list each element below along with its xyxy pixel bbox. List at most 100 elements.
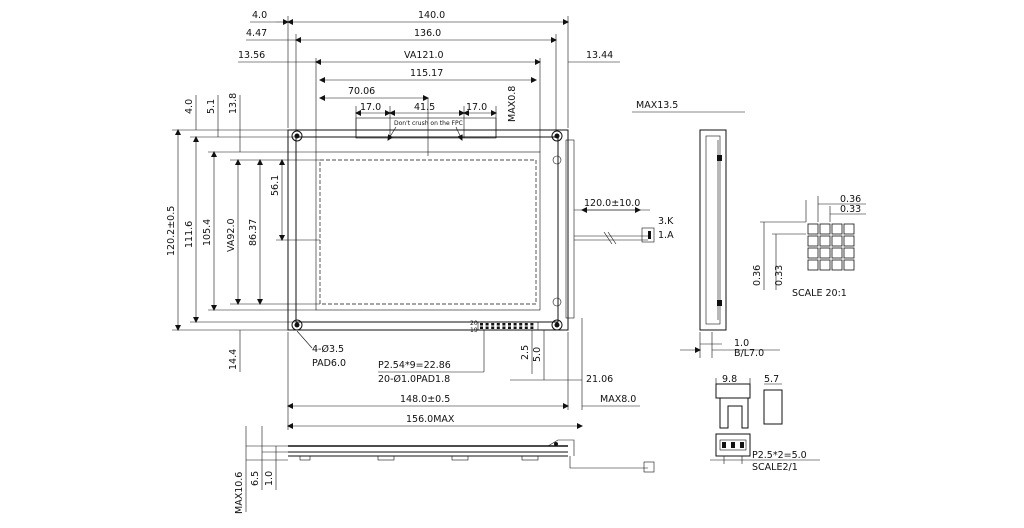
- side-bl7-label: B/L7.0: [734, 348, 764, 359]
- dim-17b-label: 17.0: [466, 102, 487, 113]
- conn-pitch-label: P2.5*2=5.0: [752, 450, 807, 461]
- connector-detail: 9.8 5.7 P2.5*2=5.0 SCALE2/1: [710, 374, 820, 473]
- pixel-cell: [807, 259, 819, 271]
- pixel-cell: [831, 247, 843, 259]
- connector-pad: [491, 326, 495, 329]
- bezel-outline: [295, 136, 559, 323]
- dim-max0-8-label: MAX0.8: [507, 86, 518, 122]
- dim-156-label: 156.0MAX: [406, 414, 455, 425]
- pixel-pitch-v: 0.36: [752, 265, 763, 286]
- side-1-0-label: 1.0: [734, 338, 749, 349]
- dim-148-label: 148.0±0.5: [400, 394, 450, 405]
- cable-length-label: 120.0±10.0: [584, 198, 640, 209]
- connector-pad: [502, 323, 506, 326]
- pixel-cell: [831, 223, 843, 235]
- connector-pad: [530, 326, 534, 329]
- side-view: MAX13.5 1.0 B/L7.0: [632, 100, 780, 359]
- connector-pad: [485, 323, 489, 326]
- front-view: 20 19 140.0 136.0 VA121.0 115.17 70.06 1…: [166, 10, 674, 430]
- dim-111-6-label: 111.6: [184, 221, 195, 248]
- dim-4-0-top: 4.0: [252, 10, 267, 21]
- dim-max8-label: MAX8.0: [600, 394, 636, 405]
- dim-136-label: 136.0: [414, 28, 441, 39]
- connector-pad: [513, 323, 517, 326]
- pixel-cell: [819, 223, 831, 235]
- dim-115-label: 115.17: [410, 68, 443, 79]
- dim-86-37-label: 86.37: [248, 219, 259, 246]
- anode-label: 1.A: [658, 230, 674, 241]
- pixel-size-v: 0.33: [774, 265, 785, 286]
- pixel-cell: [843, 247, 855, 259]
- dim-4-47-top: 4.47: [246, 28, 267, 39]
- connector-pad: [480, 323, 483, 326]
- bottom-6-5: 6.5: [250, 471, 261, 486]
- viewing-area: [315, 151, 541, 311]
- pixel-cell: [807, 247, 819, 259]
- connector-pad: [508, 326, 511, 329]
- dim-13-44-label: 13.44: [586, 50, 613, 61]
- pixel-cell: [819, 259, 831, 271]
- conn-5-7-label: 5.7: [764, 374, 779, 385]
- pin-19-label: 19: [470, 327, 478, 334]
- pixel-cell: [843, 223, 855, 235]
- pin-pad-spec: 20-Ø1.0PAD1.8: [378, 374, 450, 385]
- dim-va121-label: VA121.0: [404, 50, 444, 61]
- pixel-cell: [831, 235, 843, 247]
- dim-56-1-label: 56.1: [270, 175, 281, 196]
- connector-pads: [477, 321, 539, 331]
- conn-9-8-label: 9.8: [722, 374, 737, 385]
- pixel-cell: [831, 259, 843, 271]
- dim-105-4-label: 105.4: [202, 219, 213, 246]
- dim-5-0: 5.0: [532, 347, 543, 362]
- connector-pad: [519, 323, 523, 326]
- hole-spec: 4-Ø3.5: [312, 344, 344, 355]
- dim-13-56-top: 13.56: [238, 50, 265, 61]
- connector-pad: [530, 323, 534, 326]
- connector-pad: [502, 326, 506, 329]
- connector-pad: [508, 323, 511, 326]
- pixel-size-h: 0.33: [840, 204, 861, 215]
- pin-20-label: 20: [470, 320, 478, 327]
- side-max13-5-label: MAX13.5: [636, 100, 678, 111]
- pixel-cell: [843, 259, 855, 271]
- connector-pad: [485, 326, 489, 329]
- scale-20-label: SCALE 20:1: [792, 288, 847, 299]
- dim-140-label: 140.0: [418, 10, 445, 21]
- dim-2-5: 2.5: [520, 345, 531, 360]
- connector-pad: [491, 323, 495, 326]
- dim-17a-label: 17.0: [360, 102, 381, 113]
- bottom-view: MAX10.6 6.5 1.0: [234, 426, 655, 514]
- pixel-detail: 0.36 0.33 0.36 0.33 SCALE 20:1: [752, 194, 866, 299]
- pixel-pitch-h: 0.36: [840, 194, 861, 205]
- dim-41-label: 41.5: [414, 102, 435, 113]
- bottom-1-0: 1.0: [264, 471, 275, 486]
- connector-pad: [519, 326, 523, 329]
- dim-21-06-label: 21.06: [586, 374, 613, 385]
- active-area: [319, 159, 537, 305]
- dim-120-2-label: 120.2±0.5: [166, 206, 177, 256]
- cathode-label: 3.K: [658, 216, 674, 227]
- dim-5-1-left: 5.1: [206, 99, 217, 114]
- mounting-holes: [291, 130, 563, 331]
- dim-13-8-left: 13.8: [228, 93, 239, 114]
- dim-14-4-left: 14.4: [228, 349, 239, 370]
- pin-pitch-spec: P2.54*9=22.86: [378, 360, 451, 371]
- conn-scale-label: SCALE2/1: [752, 462, 798, 473]
- backlight-strip: [565, 139, 575, 319]
- pad-spec: PAD6.0: [312, 358, 346, 369]
- pixel-cell: [843, 235, 855, 247]
- pixel-cell: [807, 235, 819, 247]
- connector-pad: [513, 326, 517, 329]
- pixel-cell: [807, 223, 819, 235]
- backlight-cable: [574, 209, 655, 245]
- fpc-note: Don't crush on the FPC: [394, 120, 463, 127]
- connector-pad: [524, 323, 528, 326]
- connector-pad: [480, 326, 483, 329]
- dim-70-label: 70.06: [348, 86, 375, 97]
- dim-4-0-left: 4.0: [184, 99, 195, 114]
- pixel-cell: [819, 247, 831, 259]
- connector-pad: [496, 326, 500, 329]
- pixel-cell: [819, 235, 831, 247]
- bottom-max10-6: MAX10.6: [234, 472, 245, 514]
